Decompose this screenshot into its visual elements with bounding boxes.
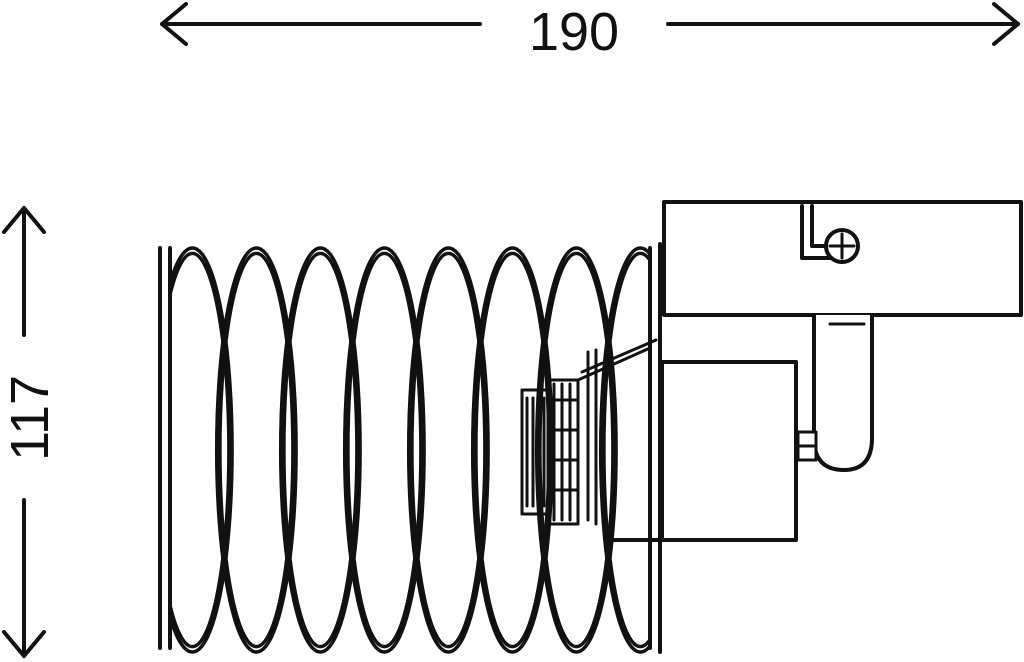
- swivel-arm: [796, 313, 874, 472]
- coil-loop-2-inner: [218, 251, 295, 649]
- coil-loop-6-outer: [470, 246, 554, 654]
- coil-loop-4-inner: [346, 251, 423, 649]
- coil-loop-6-inner: [474, 251, 551, 649]
- coil-loop-1-outer: [170, 246, 234, 654]
- shade-rim-right: [648, 242, 662, 654]
- coil-loop-8-outer: [598, 246, 650, 654]
- spiral-shade: [170, 246, 650, 654]
- lamp-housing: [604, 360, 798, 542]
- width-dimension: 190: [160, 2, 1020, 62]
- coil-loop-7-outer: [534, 246, 618, 654]
- height-dimension-line-bottom: [2, 498, 46, 658]
- coil-loop-8-inner: [602, 251, 650, 649]
- shade-rim-left: [158, 246, 172, 650]
- coil-loop-4-outer: [342, 246, 426, 654]
- coil-loop-3-inner: [282, 251, 359, 649]
- coil-loop-3-outer: [278, 246, 362, 654]
- coil-loop-5-inner: [410, 251, 487, 649]
- width-dimension-label: 190: [529, 2, 619, 62]
- coil-loop-2-outer: [214, 246, 298, 654]
- height-dimension: 117: [0, 206, 60, 658]
- width-dimension-line-left: [160, 2, 482, 46]
- height-dimension-label: 117: [0, 375, 60, 461]
- screw-icon: [824, 228, 860, 264]
- width-dimension-line-right: [666, 2, 1020, 46]
- height-dimension-line-top: [2, 206, 46, 337]
- wall-bracket: [662, 200, 1023, 317]
- coil-loop-7-inner: [538, 251, 615, 649]
- coil-loop-1-inner: [170, 251, 231, 649]
- coil-loop-5-outer: [406, 246, 490, 654]
